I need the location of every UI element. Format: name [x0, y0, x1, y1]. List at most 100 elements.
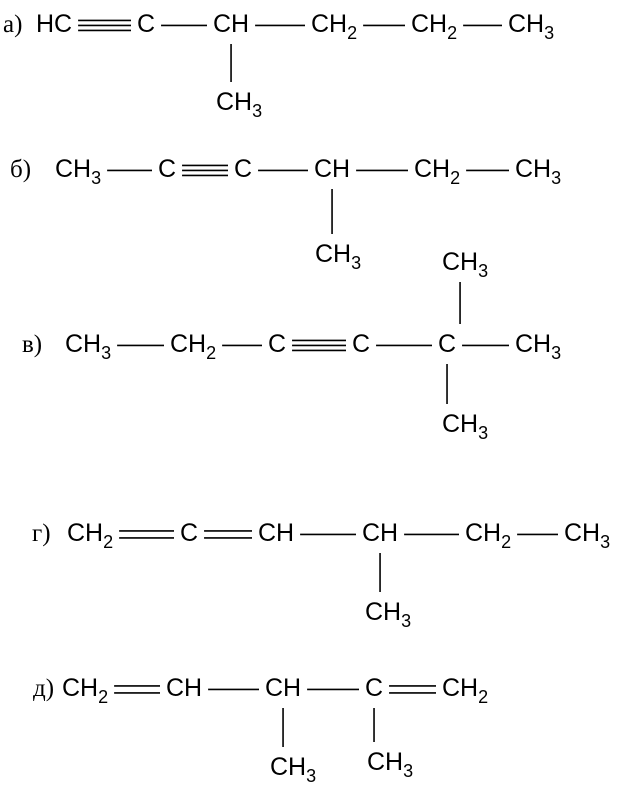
atom-symbol: CH: [311, 10, 347, 38]
atom-symbol: CH: [170, 330, 206, 358]
atom-ch2: CH2: [67, 519, 113, 552]
atom-c: C: [268, 330, 286, 358]
atom-c: C: [234, 155, 252, 183]
structure-label: в): [22, 331, 42, 358]
atom-symbol: C: [352, 330, 370, 358]
atom-ch: CH: [166, 674, 202, 702]
atom-subscript: 2: [450, 168, 460, 188]
atom-symbol: CH: [411, 10, 447, 38]
atom-ch3: CH3: [65, 330, 111, 363]
atom-subscript: 3: [478, 423, 488, 443]
structure-label: а): [3, 11, 22, 38]
atom-subscript: 3: [306, 766, 316, 786]
atom-ch2: CH2: [311, 10, 357, 43]
atom-c: C: [158, 155, 176, 183]
atom-subscript: 3: [401, 611, 411, 631]
atom-ch2: CH2: [442, 674, 488, 707]
atom-symbol: CH: [55, 155, 91, 183]
atom-c: C: [438, 330, 456, 358]
atom-symbol: CH: [166, 674, 202, 702]
structure-label: б): [10, 156, 31, 183]
atom-symbol: C: [438, 330, 456, 358]
atom-ch3: CH3: [55, 155, 101, 188]
structure-label: г): [32, 520, 51, 547]
atom-symbol: CH: [315, 240, 351, 268]
atom-ch3: CH3: [442, 410, 488, 443]
atom-subscript: 2: [501, 532, 511, 552]
atom-subscript: 3: [101, 343, 111, 363]
atom-symbol: C: [268, 330, 286, 358]
atom-symbol: HC: [36, 10, 72, 38]
atom-ch3: CH3: [315, 240, 361, 273]
atom-symbol: CH: [508, 10, 544, 38]
atom-subscript: 3: [551, 343, 561, 363]
atom-symbol: CH: [216, 88, 252, 116]
atom-c: C: [137, 10, 155, 38]
atom-symbol: CH: [65, 330, 101, 358]
atom-ch3: CH3: [216, 88, 262, 121]
atom-ch: CH: [265, 674, 301, 702]
atom-subscript: 2: [206, 343, 216, 363]
atom-subscript: 3: [252, 101, 262, 121]
atom-subscript: 3: [551, 168, 561, 188]
atom-symbol: CH: [265, 674, 301, 702]
atom-ch3: CH3: [442, 248, 488, 281]
atom-symbol: CH: [367, 748, 403, 776]
atom-c: C: [365, 674, 383, 702]
atom-ch3: CH3: [270, 753, 316, 786]
atom-ch: CH: [213, 10, 249, 38]
atom-ch2: CH2: [62, 674, 108, 707]
atom-ch3: CH3: [515, 330, 561, 363]
atom-ch3: CH3: [508, 10, 554, 43]
atom-ch: CH: [258, 519, 294, 547]
atom-symbol: CH: [258, 519, 294, 547]
atom-ch2: CH2: [411, 10, 457, 43]
atom-ch: CH: [314, 155, 350, 183]
atom-symbol: CH: [442, 248, 478, 276]
atom-symbol: CH: [442, 674, 478, 702]
atom-subscript: 3: [403, 761, 413, 781]
atom-subscript: 3: [544, 23, 554, 43]
atom-hc: HC: [36, 10, 72, 38]
atom-ch3: CH3: [564, 519, 610, 552]
atom-symbol: C: [234, 155, 252, 183]
structure-label: д): [33, 675, 54, 702]
atom-ch3: CH3: [367, 748, 413, 781]
atom-symbol: CH: [365, 598, 401, 626]
atom-subscript: 3: [478, 261, 488, 281]
atom-symbol: CH: [67, 519, 103, 547]
atom-symbol: CH: [270, 753, 306, 781]
atom-subscript: 2: [347, 23, 357, 43]
atom-ch3: CH3: [365, 598, 411, 631]
atom-symbol: CH: [414, 155, 450, 183]
atom-c: C: [180, 519, 198, 547]
atom-symbol: CH: [442, 410, 478, 438]
atom-subscript: 2: [447, 23, 457, 43]
atom-symbol: C: [180, 519, 198, 547]
atom-ch2: CH2: [414, 155, 460, 188]
atom-symbol: C: [158, 155, 176, 183]
atom-ch3: CH3: [515, 155, 561, 188]
atom-c: C: [352, 330, 370, 358]
bonds-layer: [78, 19, 558, 747]
atom-subscript: 3: [91, 168, 101, 188]
atom-ch2: CH2: [465, 519, 511, 552]
atom-symbol: CH: [213, 10, 249, 38]
atom-symbol: CH: [564, 519, 600, 547]
atom-symbol: CH: [362, 519, 398, 547]
atom-symbol: CH: [314, 155, 350, 183]
atom-subscript: 2: [98, 687, 108, 707]
atom-symbol: CH: [515, 330, 551, 358]
atom-symbol: C: [137, 10, 155, 38]
atom-symbol: CH: [515, 155, 551, 183]
atom-subscript: 2: [103, 532, 113, 552]
atom-subscript: 3: [351, 253, 361, 273]
atom-symbol: CH: [465, 519, 501, 547]
atom-symbol: C: [365, 674, 383, 702]
